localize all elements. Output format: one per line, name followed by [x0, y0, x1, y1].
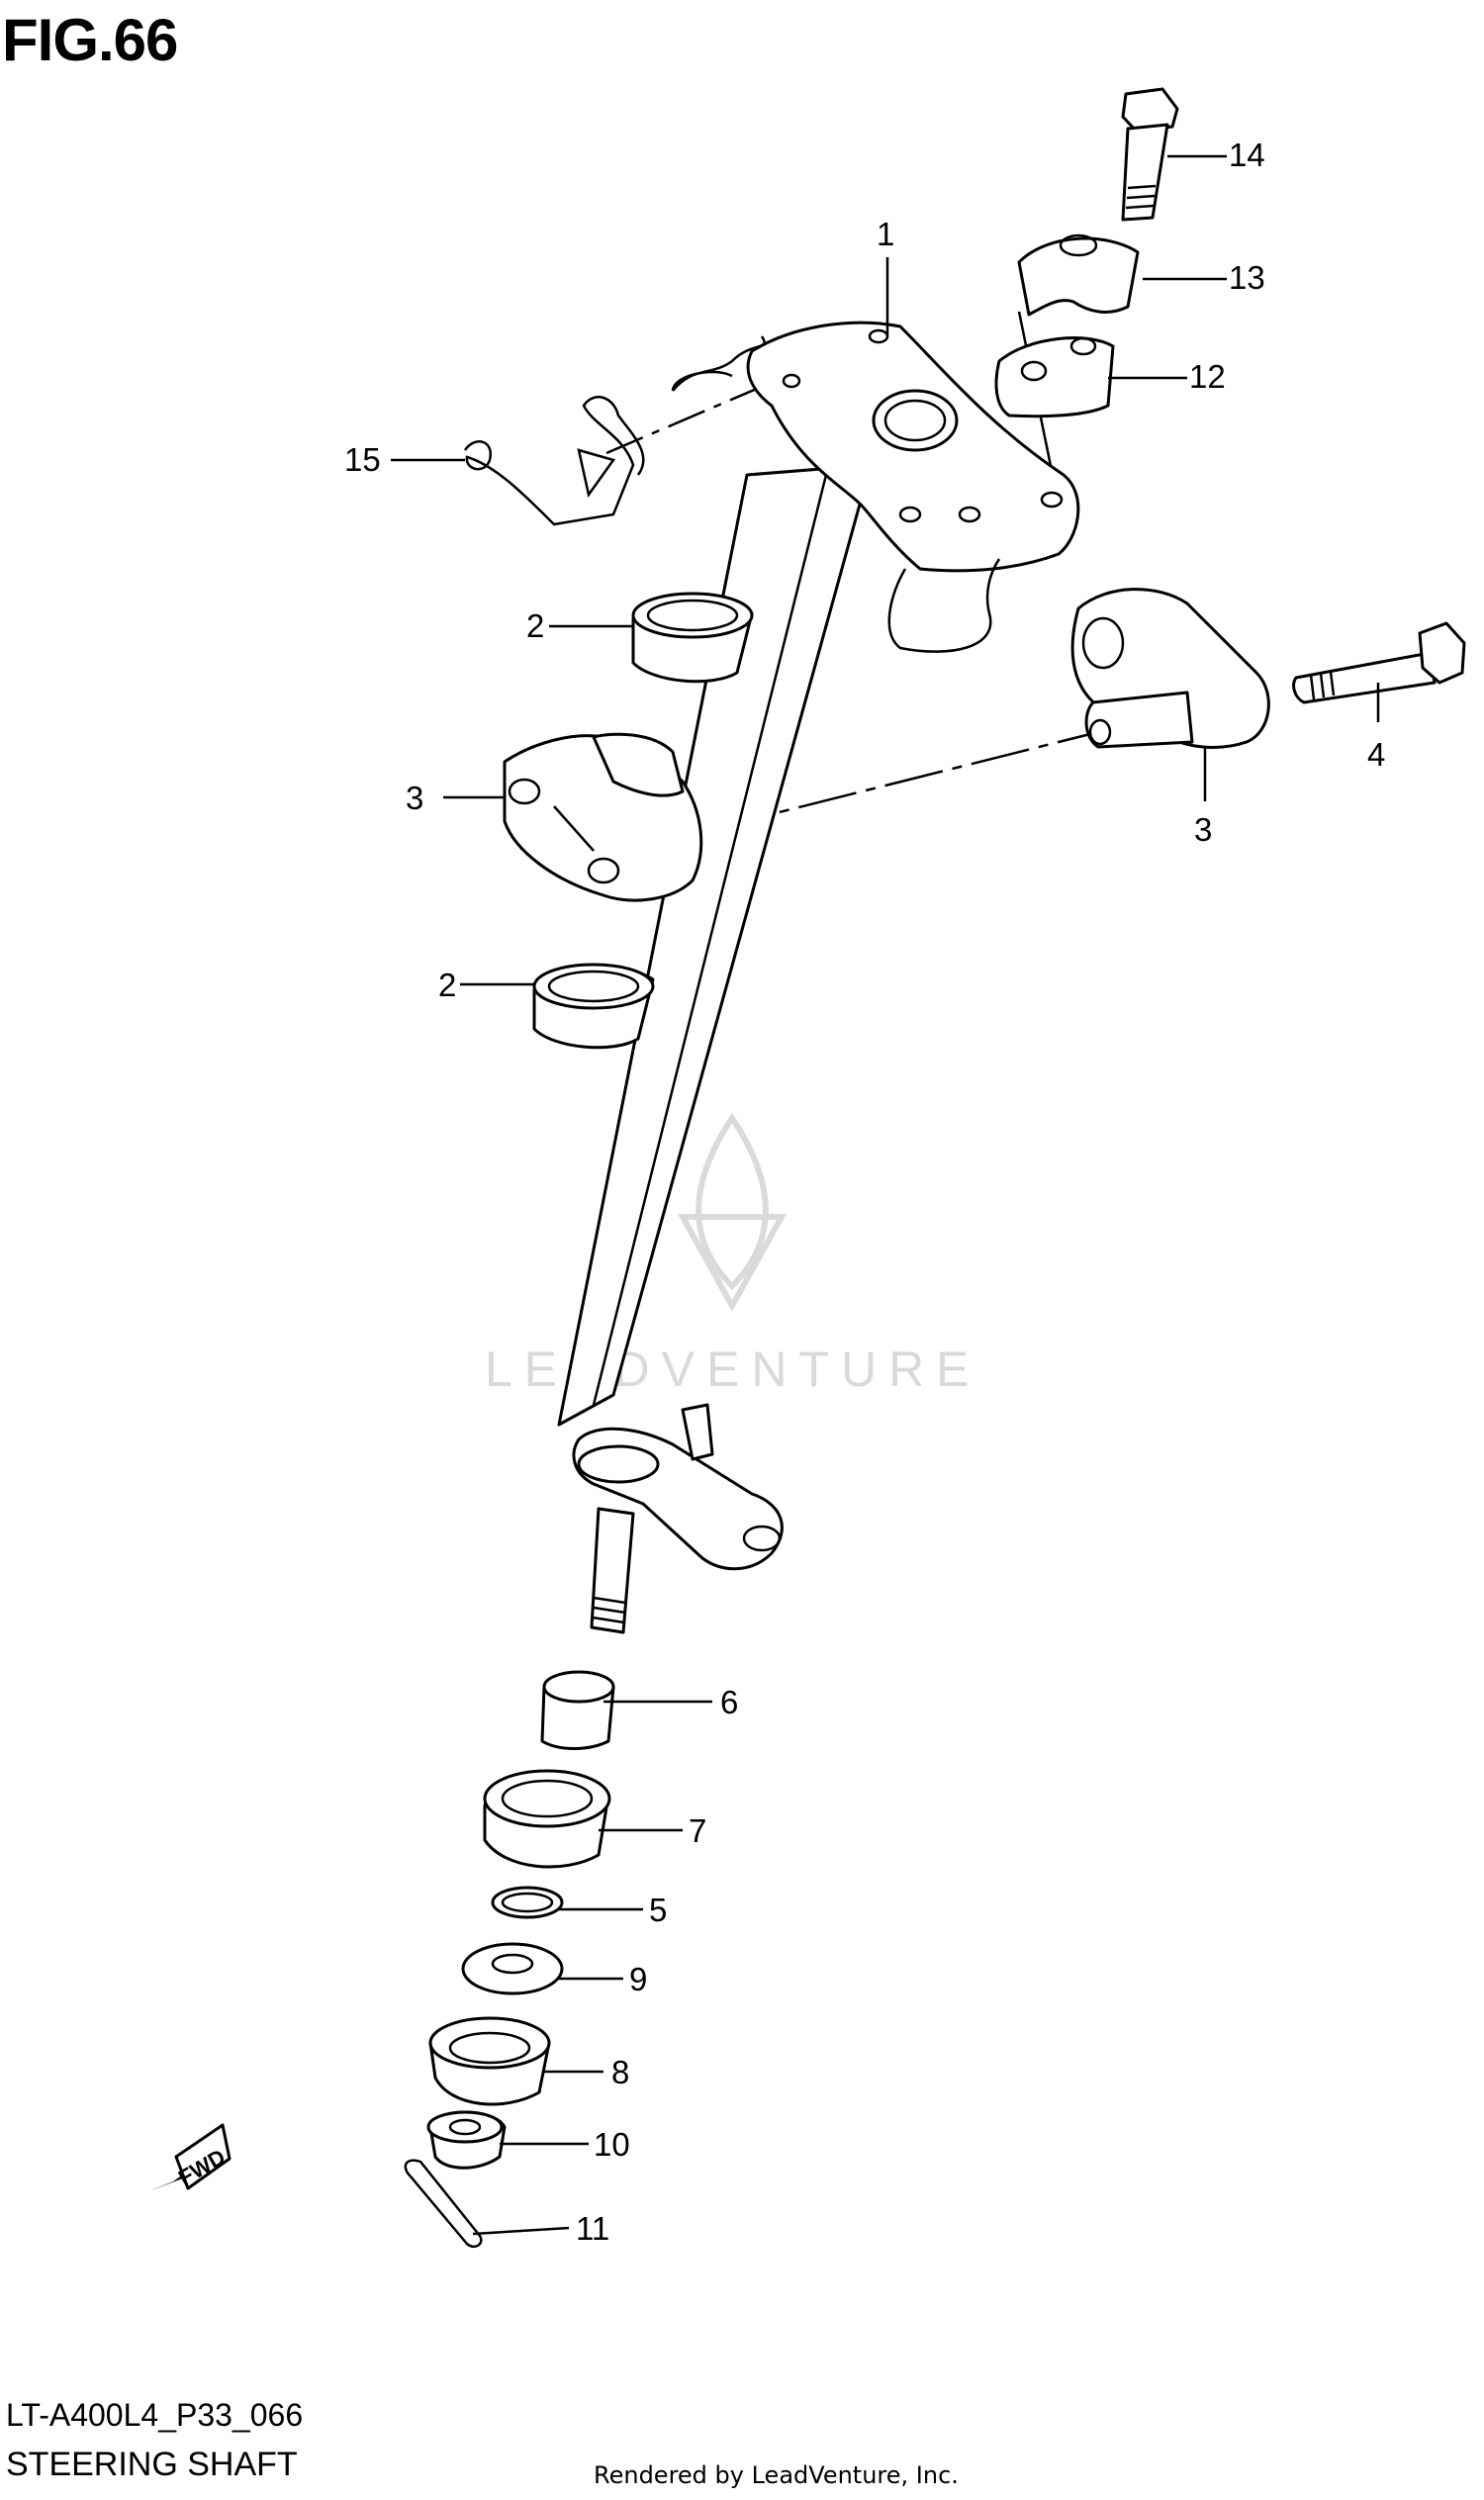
cotter-pin-11 [404, 2159, 483, 2249]
callout-2-lower: 2 [438, 967, 456, 1003]
callout-6: 6 [720, 1684, 738, 1720]
watermark-logo [677, 1112, 788, 1313]
handlebar-holder-lower [994, 336, 1115, 418]
bearing-7 [483, 1769, 611, 1869]
o-ring-5 [491, 1886, 564, 1919]
callout-labels: 1 14 13 12 15 2 3 3 4 2 6 7 5 9 8 10 11 [344, 137, 1385, 2247]
spring-clip [463, 335, 766, 526]
callout-11: 11 [576, 2210, 609, 2247]
callout-15: 15 [344, 441, 381, 478]
callout-14: 14 [1229, 137, 1265, 173]
callout-3-right: 3 [1194, 811, 1212, 848]
castle-nut-10 [426, 2110, 507, 2170]
render-credit: Rendered by LeadVenture, Inc. [594, 2461, 959, 2489]
callout-10: 10 [594, 2126, 630, 2163]
leader-lines [391, 154, 1380, 2236]
steering-shaft [557, 321, 1080, 1634]
diagram-caption: STEERING SHAFT [6, 2446, 298, 2483]
seal-8 [428, 2016, 551, 2106]
collar-6 [540, 1670, 615, 1750]
shaft-holder-right [1070, 588, 1270, 749]
callout-5: 5 [649, 1892, 667, 1928]
callout-9: 9 [629, 1961, 647, 1997]
figure-title: FIG.66 [2, 7, 178, 73]
callout-1: 1 [877, 216, 894, 252]
shaft-holder-left [503, 732, 703, 902]
washer-9 [461, 1942, 564, 1995]
callout-13: 13 [1229, 259, 1265, 296]
callout-3-left: 3 [406, 780, 423, 816]
callout-2-upper: 2 [526, 607, 544, 644]
bolt-4 [1292, 621, 1466, 704]
handlebar-holder-upper [1017, 233, 1140, 317]
callout-4: 4 [1367, 736, 1385, 773]
callout-7: 7 [689, 1812, 706, 1849]
fwd-arrow-icon: FWD [148, 2123, 232, 2191]
callout-12: 12 [1189, 358, 1226, 395]
diagram-code: LT-A400L4_P33_066 [6, 2397, 304, 2433]
bushing-upper [631, 592, 754, 684]
bushing-lower [532, 963, 655, 1050]
bolt-14 [1121, 87, 1179, 222]
callout-8: 8 [611, 2054, 629, 2090]
